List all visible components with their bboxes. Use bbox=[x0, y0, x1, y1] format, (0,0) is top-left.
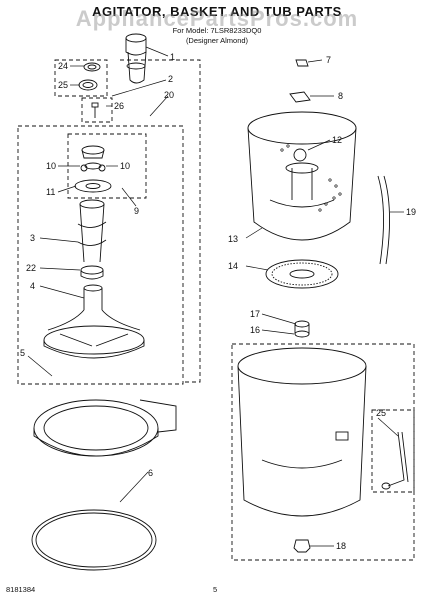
callout-12: 12 bbox=[332, 135, 342, 145]
part-nut-18 bbox=[293, 539, 311, 553]
leader-lines bbox=[27, 46, 404, 547]
callout-4: 4 bbox=[30, 281, 35, 291]
part-nut-7 bbox=[295, 59, 309, 67]
callout-26: 26 bbox=[114, 101, 124, 111]
callout-8: 8 bbox=[338, 91, 343, 101]
part-balance-ring bbox=[265, 259, 339, 289]
basket-holes bbox=[280, 144, 342, 212]
callout-18: 18 bbox=[336, 541, 346, 551]
designer-line: (Designer Almond) bbox=[185, 36, 249, 45]
watermark-text: AppliancePartsPros.com bbox=[75, 6, 359, 31]
model-line: For Model: 7LSR8233DQ0 bbox=[172, 26, 262, 35]
part-drain-hose bbox=[381, 431, 409, 490]
part-bolt bbox=[91, 102, 99, 118]
callout-22: 22 bbox=[26, 263, 36, 273]
callout-24: 25 bbox=[58, 80, 68, 90]
callout-17: 17 bbox=[250, 309, 260, 319]
callout-3: 3 bbox=[30, 233, 35, 243]
callout-5: 5 bbox=[20, 348, 25, 358]
callout-19: 19 bbox=[406, 207, 416, 217]
part-agitator-base bbox=[43, 284, 145, 359]
page-title: AGITATOR, BASKET AND TUB PARTS bbox=[92, 4, 342, 19]
group-box-20 bbox=[17, 125, 184, 385]
callout-labels: 1 2 20 24 25 26 10 10 11 9 3 22 4 5 6 7 … bbox=[20, 52, 416, 551]
part-agitator-cap bbox=[125, 33, 147, 84]
callout-9: 9 bbox=[134, 206, 139, 216]
part-hose bbox=[377, 175, 390, 265]
callout-1: 1 bbox=[170, 52, 175, 62]
part-tub-ring bbox=[33, 399, 177, 457]
callout-11: 11 bbox=[46, 187, 55, 197]
group-box-25 bbox=[371, 409, 415, 493]
callout-2: 2 bbox=[168, 74, 173, 84]
callout-20: 20 bbox=[164, 90, 174, 100]
callout-16: 16 bbox=[250, 325, 260, 335]
part-spin-basket bbox=[247, 111, 357, 241]
part-seal-ring-6 bbox=[31, 509, 157, 571]
page-number: 5 bbox=[213, 585, 218, 594]
part-auger bbox=[77, 199, 107, 263]
group-box-26 bbox=[81, 97, 113, 123]
callout-10-right: 10 bbox=[120, 161, 130, 171]
callout-10-left: 10 bbox=[46, 161, 56, 171]
part-outer-tub bbox=[237, 347, 367, 517]
callout-14: 14 bbox=[228, 261, 238, 271]
part-hub-8 bbox=[289, 91, 311, 103]
part-seal-rings bbox=[78, 62, 101, 91]
part-agitator-dogs bbox=[74, 145, 112, 193]
connector-line bbox=[120, 59, 201, 383]
callout-7: 7 bbox=[326, 55, 331, 65]
callout-6: 6 bbox=[148, 468, 153, 478]
group-box-tub bbox=[231, 343, 415, 561]
part-spring bbox=[80, 265, 104, 280]
group-box-23-24 bbox=[54, 59, 108, 97]
callout-13: 13 bbox=[228, 234, 238, 244]
callout-25: 25 bbox=[376, 408, 386, 418]
part-bushing bbox=[294, 320, 310, 338]
document-code: 8181384 bbox=[6, 585, 36, 594]
callout-23: 24 bbox=[58, 61, 68, 71]
